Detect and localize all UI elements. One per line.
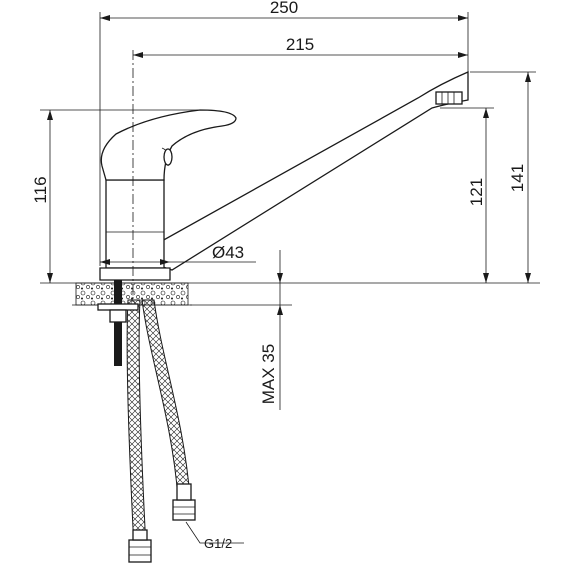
dimension-diameter-43: Ø43 [100,243,256,265]
spout-reach-label: 215 [286,35,314,54]
dimension-250: 250 [100,0,468,21]
spout-outlet-height-label: 121 [467,178,486,206]
dimension-121: 121 [440,107,494,283]
dimension-141: 141 [470,71,536,283]
overall-length-label: 250 [270,0,298,17]
dimension-215: 215 [133,35,468,58]
body-height-label: 116 [31,176,50,203]
base-diameter-label: Ø43 [212,243,244,262]
dimension-max-35: MAX 35 [190,250,292,410]
total-height-label: 141 [508,164,527,192]
faucet-body [99,71,469,281]
dimension-116: 116 [31,109,200,284]
max-thickness-label: MAX 35 [259,344,278,404]
center-lines [99,12,469,300]
supply-hoses [126,299,196,563]
mounting-stud [97,280,139,366]
thread-callout: G1/2 [185,521,244,551]
hose-thread-label: G1/2 [204,536,232,551]
